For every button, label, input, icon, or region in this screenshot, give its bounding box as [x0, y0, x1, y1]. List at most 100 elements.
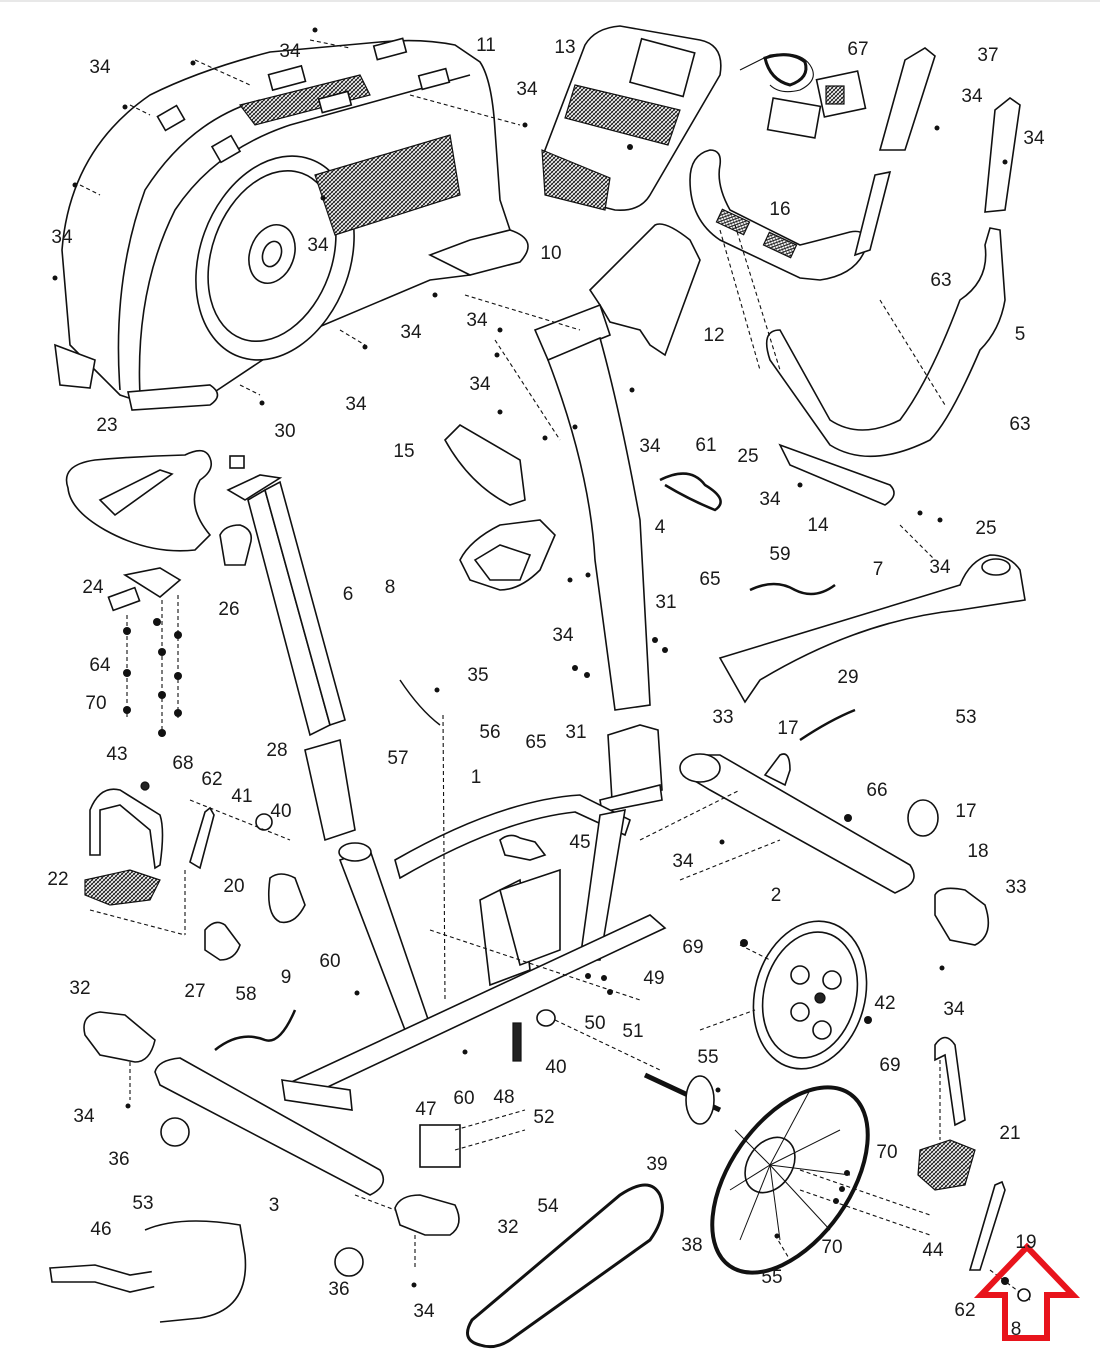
part-rear-stabilizer — [679, 753, 990, 946]
part-label-38: 38 — [681, 1235, 702, 1256]
part-seat-post — [226, 455, 356, 842]
part-upper-handlebars — [765, 47, 1021, 458]
part-label-11: 11 — [476, 35, 496, 56]
part-axle — [643, 1072, 722, 1125]
part-label-48: 48 — [493, 1087, 514, 1108]
part-label-37: 37 — [977, 45, 998, 66]
part-label-7: 7 — [873, 559, 884, 580]
part-upright-tube — [533, 303, 663, 813]
part-pedal-right — [917, 1036, 1006, 1271]
part-label-9: 9 — [281, 967, 292, 988]
part-label-70: 70 — [821, 1237, 842, 1258]
part-pulley — [710, 1085, 870, 1275]
part-label-34: 34 — [51, 227, 73, 248]
part-strap — [49, 1220, 247, 1323]
part-label-68: 68 — [172, 753, 193, 774]
part-label-34: 34 — [413, 1301, 435, 1322]
part-label-65: 65 — [525, 732, 546, 753]
part-label-34: 34 — [929, 557, 951, 578]
part-label-35: 35 — [467, 665, 488, 686]
part-label-39: 39 — [646, 1154, 667, 1175]
fasteners-seat — [123, 595, 182, 740]
part-label-4: 4 — [655, 517, 666, 538]
part-arm-7 — [718, 554, 1026, 704]
part-label-49: 49 — [643, 968, 664, 989]
part-label-8: 8 — [385, 577, 396, 598]
part-label-69: 69 — [879, 1055, 900, 1076]
part-label-30: 30 — [274, 421, 295, 442]
part-label-44: 44 — [922, 1240, 944, 1261]
part-label-53: 53 — [132, 1193, 153, 1214]
part-seat — [65, 449, 213, 552]
part-label-62: 62 — [201, 769, 222, 790]
part-label-36: 36 — [328, 1279, 349, 1300]
part-label-2: 2 — [771, 885, 782, 906]
part-flywheel — [752, 920, 868, 1070]
part-label-5: 5 — [1015, 324, 1026, 345]
part-label-34: 34 — [552, 625, 574, 646]
part-label-57: 57 — [387, 748, 408, 769]
part-label-70: 70 — [85, 693, 106, 714]
assembly-lines — [79, 39, 1031, 1301]
part-handlebar — [689, 149, 867, 281]
part-label-34: 34 — [469, 374, 491, 395]
part-label-17: 17 — [955, 801, 976, 822]
part-label-62: 62 — [954, 1300, 975, 1321]
part-label-69: 69 — [682, 937, 703, 958]
part-label-19: 19 — [1015, 1232, 1036, 1253]
screws — [52, 27, 1031, 1302]
part-label-58: 58 — [235, 984, 256, 1005]
part-label-27: 27 — [184, 981, 205, 1002]
part-label-50: 50 — [584, 1013, 605, 1034]
part-label-29: 29 — [837, 667, 858, 688]
part-label-63: 63 — [1009, 414, 1030, 435]
part-label-52: 52 — [533, 1107, 554, 1128]
part-cup-holder — [459, 519, 556, 591]
part-label-43: 43 — [106, 744, 127, 765]
part-label-64: 64 — [89, 655, 111, 676]
part-label-34: 34 — [516, 79, 538, 100]
part-label-25: 25 — [975, 518, 996, 539]
part-label-24: 24 — [82, 577, 104, 598]
part-label-41: 41 — [231, 786, 252, 807]
part-label-31: 31 — [565, 722, 586, 743]
part-label-55: 55 — [761, 1267, 782, 1288]
part-pedal-left — [84, 781, 306, 961]
part-label-21: 21 — [999, 1123, 1020, 1144]
part-label-66: 66 — [866, 780, 887, 801]
part-label-31: 31 — [655, 592, 676, 613]
part-label-22: 22 — [47, 869, 68, 890]
part-label-56: 56 — [479, 722, 500, 743]
part-label-34: 34 — [639, 436, 661, 457]
part-label-61: 61 — [695, 435, 716, 456]
part-14 — [778, 443, 895, 506]
part-label-1: 1 — [471, 767, 482, 788]
part-label-18: 18 — [967, 841, 988, 862]
part-cables — [214, 472, 856, 1051]
part-label-63: 63 — [930, 270, 951, 291]
part-label-65: 65 — [699, 569, 720, 590]
part-rear-shroud — [54, 37, 529, 411]
part-power-adapter — [739, 53, 867, 139]
part-frame-hardware — [419, 834, 556, 1168]
part-label-13: 13 — [554, 37, 575, 58]
part-label-33: 33 — [712, 707, 733, 728]
part-seat-bracket — [107, 567, 182, 612]
part-label-34: 34 — [961, 86, 983, 107]
part-label-47: 47 — [415, 1099, 436, 1120]
part-label-40: 40 — [270, 801, 291, 822]
part-label-46: 46 — [90, 1219, 111, 1240]
part-label-12: 12 — [703, 325, 724, 346]
part-label-23: 23 — [96, 415, 117, 436]
part-label-36: 36 — [108, 1149, 129, 1170]
part-front-covers — [444, 223, 701, 506]
part-belt — [466, 1183, 664, 1349]
part-label-34: 34 — [307, 235, 329, 256]
part-front-stabilizer — [83, 1011, 460, 1277]
part-label-42: 42 — [874, 993, 895, 1014]
part-label-34: 34 — [89, 57, 111, 78]
part-label-54: 54 — [537, 1196, 559, 1217]
part-main-frame — [281, 794, 667, 1111]
